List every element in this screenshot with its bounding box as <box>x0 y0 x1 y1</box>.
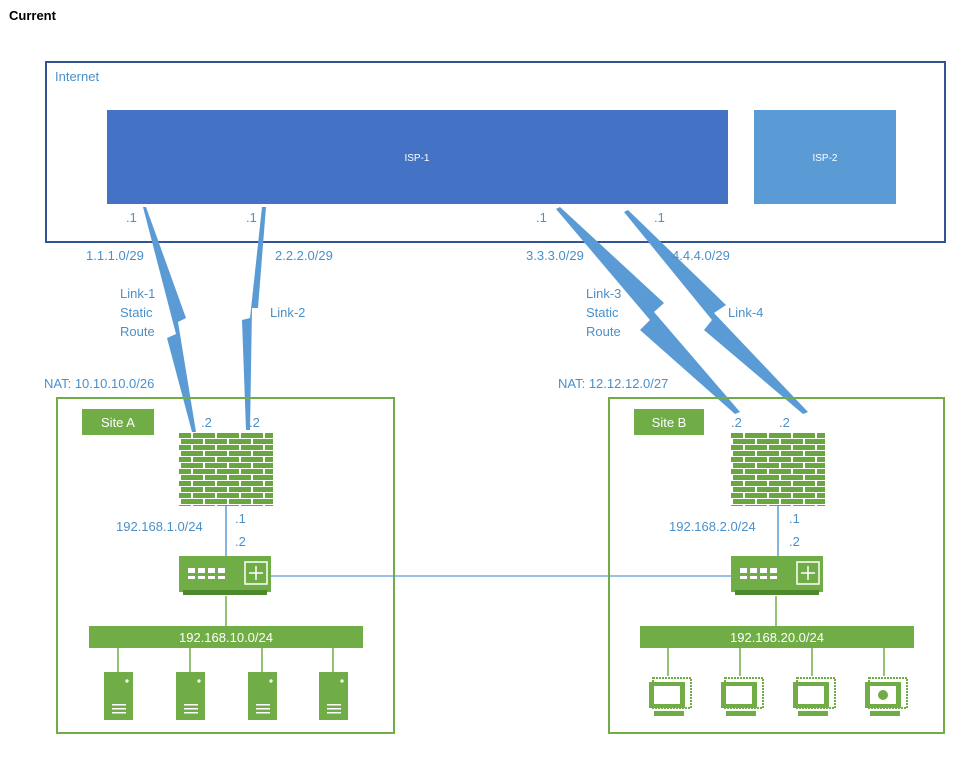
server-icon <box>176 672 205 720</box>
link3-desc2: Route <box>586 324 621 339</box>
server-icon <box>104 672 133 720</box>
site-b-transit-subnet: 192.168.2.0/24 <box>669 519 756 534</box>
internet-cloud-box: Internet ISP-1 ISP-2 <box>45 61 946 243</box>
site-a-badge <box>82 409 154 435</box>
site-a-servers <box>117 648 334 672</box>
site-a: Site A .2 .2 .1 192.168.1.0/24 .2 1 <box>56 397 395 734</box>
page-title: Current <box>9 8 57 23</box>
site-a-transit-subnet: 192.168.1.0/24 <box>116 519 203 534</box>
link1-bolt <box>143 207 196 432</box>
link1-desc1: Static <box>120 305 153 320</box>
link3-subnet: 3.3.3.0/29 <box>526 248 584 263</box>
link2-isp-ip: .1 <box>246 210 257 225</box>
site-a-lan-bar <box>89 626 363 648</box>
site-b-label: Site B <box>652 415 687 430</box>
site-a-label: Site A <box>101 415 135 430</box>
server-icon <box>319 672 348 720</box>
site-b-badge <box>634 409 704 435</box>
link-labels: .1 .1 .1 .1 1.1.1.0/29 2.2.2.0/29 3.3.3.… <box>44 210 763 391</box>
wan-links <box>143 207 808 432</box>
link1-isp-ip: .1 <box>126 210 137 225</box>
site-a-fw-ip: .1 <box>235 511 246 526</box>
link1-name: Link-1 <box>120 286 155 301</box>
workstation-icon <box>649 677 692 716</box>
site-b-link4-site-ip: .2 <box>779 415 790 430</box>
workstation-icon <box>721 677 764 716</box>
site-a-router-icon <box>179 556 271 595</box>
link3-isp-ip: .1 <box>536 210 547 225</box>
link2-subnet: 2.2.2.0/29 <box>275 248 333 263</box>
isp2-block <box>754 110 896 204</box>
link4-subnet: 4.4.4.0/29 <box>672 248 730 263</box>
link2-bolt <box>242 207 266 430</box>
link3-bolt <box>556 207 740 414</box>
site-b-lan-label: 192.168.20.0/24 <box>730 630 824 645</box>
site-b-router-ip: .2 <box>789 534 800 549</box>
link1-desc2: Route <box>120 324 155 339</box>
site-b-nat: NAT: 12.12.12.0/27 <box>558 376 668 391</box>
link4-isp-ip: .1 <box>654 210 665 225</box>
isp2-label: ISP-2 <box>812 153 837 164</box>
site-b-firewall-icon <box>731 432 825 506</box>
site-a-link1-site-ip: .2 <box>201 415 212 430</box>
site-b-link3-site-ip: .2 <box>731 415 742 430</box>
link3-desc1: Static <box>586 305 619 320</box>
link2-name: Link-2 <box>270 305 305 320</box>
internet-label: Internet <box>55 69 99 84</box>
site-b-router-icon <box>731 556 823 595</box>
workstation-icon <box>793 677 836 716</box>
server-icon <box>248 672 277 720</box>
link4-name: Link-4 <box>728 305 763 320</box>
site-a-firewall-icon <box>179 432 273 506</box>
isp1-label: ISP-1 <box>404 153 429 164</box>
site-a-nat: NAT: 10.10.10.0/26 <box>44 376 154 391</box>
isp1-block <box>107 110 728 204</box>
link3-name: Link-3 <box>586 286 621 301</box>
site-a-link2-site-ip: .2 <box>249 415 260 430</box>
site-b-fw-ip: .1 <box>789 511 800 526</box>
site-b-lan-bar <box>640 626 914 648</box>
site-a-router-ip: .2 <box>235 534 246 549</box>
workstation-icon <box>865 677 908 716</box>
site-b: Site B .2 .2 .1 192.168.2.0/24 .2 192.16… <box>608 397 945 734</box>
site-a-lan-label: 192.168.10.0/24 <box>179 630 273 645</box>
link4-bolt <box>624 210 808 414</box>
link1-subnet: 1.1.1.0/29 <box>86 248 144 263</box>
